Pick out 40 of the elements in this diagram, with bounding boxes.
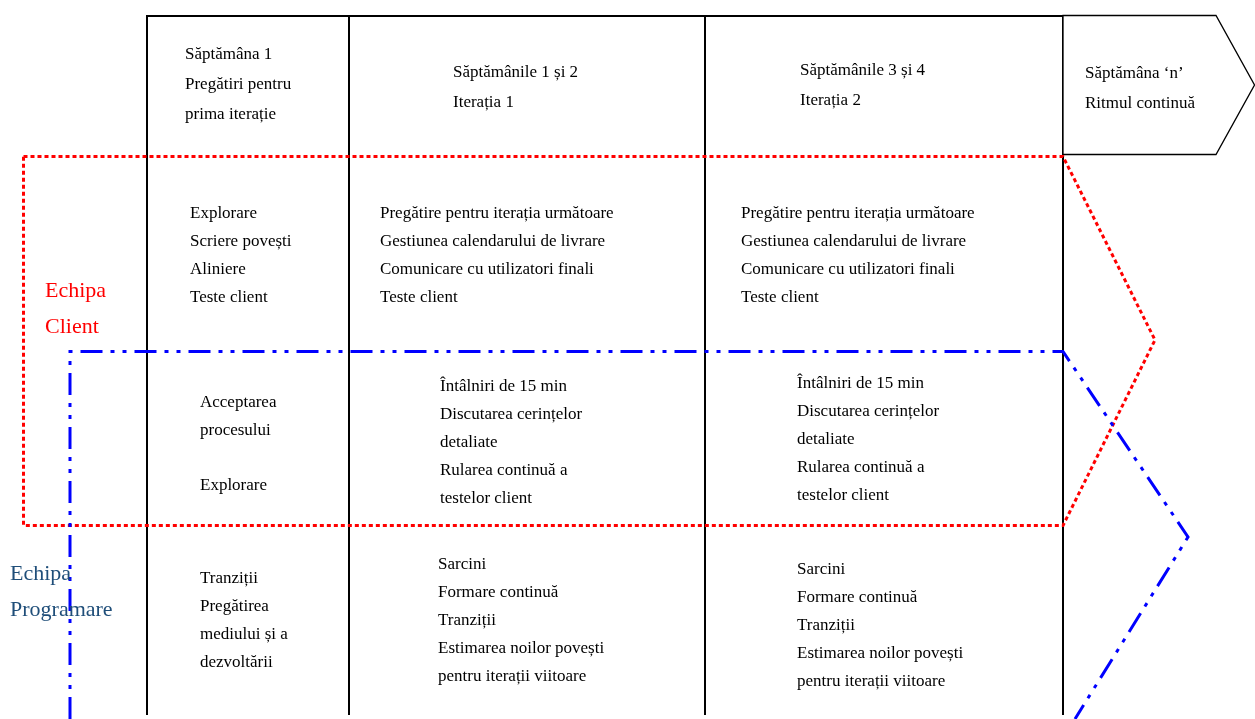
activity-text: Discutarea cerințelor detaliate: [440, 403, 584, 453]
activity-text: Tranziții: [438, 609, 497, 631]
activity-text: Pregătire pentru iterația următoare: [741, 202, 976, 224]
activity-text: Sarcini: [797, 558, 847, 580]
activity-text: Teste client: [380, 286, 459, 308]
activity-text: Scriere povești: [190, 230, 293, 252]
period-heading: Săptămânile 1 și 2: [453, 61, 580, 83]
activity-text: Rularea continuă a testelor client: [440, 459, 569, 509]
period-heading: Săptămâna 1: [185, 43, 274, 65]
activity-text: Acceptarea procesului: [200, 391, 278, 441]
activity-text: Întâlniri de 15 min: [797, 372, 925, 394]
activity-text: Tranziții: [200, 567, 259, 589]
period-heading: Săptămâna ‘n’: [1085, 62, 1185, 84]
activity-text: Teste client: [190, 286, 269, 308]
activity-text: Gestiunea calendarului de livrare: [741, 230, 968, 252]
team-label: Echipa Programare: [10, 559, 114, 623]
activity-text: Sarcini: [438, 553, 488, 575]
activity-text: Comunicare cu utilizatori finali: [741, 258, 956, 280]
period-heading: Săptămânile 3 și 4: [800, 59, 927, 81]
activity-text: Explorare: [200, 474, 269, 496]
activity-text: Teste client: [741, 286, 820, 308]
activity-text: Estimarea noilor povești pentru iterații viitoare: [438, 637, 606, 687]
activity-text: Rularea continuă a testelor client: [797, 456, 926, 506]
activity-text: Întâlniri de 15 min: [440, 375, 568, 397]
activity-text: Estimarea noilor povești pentru iterații viitoare: [797, 642, 965, 692]
activity-text: Comunicare cu utilizatori finali: [380, 258, 595, 280]
team-label: Echipa Client: [45, 276, 108, 340]
activity-text: Gestiunea calendarului de livrare: [380, 230, 607, 252]
period-heading: Pregătiri pentru prima iterație: [185, 73, 293, 125]
activity-text: Formare continuă: [438, 581, 560, 603]
activity-text: Aliniere: [190, 258, 247, 280]
activity-text: Pregătire pentru iterația următoare: [380, 202, 615, 224]
activity-text: Formare continuă: [797, 586, 919, 608]
activity-text: Tranziții: [797, 614, 856, 636]
period-heading: Iterația 1: [453, 91, 515, 113]
period-heading: Iterația 2: [800, 89, 862, 111]
activity-text: Discutarea cerințelor detaliate: [797, 400, 941, 450]
period-heading: Ritmul continuă: [1085, 92, 1197, 114]
activity-text: Explorare: [190, 202, 259, 224]
activity-text: Pregătirea mediului și a dezvoltării: [200, 595, 289, 673]
